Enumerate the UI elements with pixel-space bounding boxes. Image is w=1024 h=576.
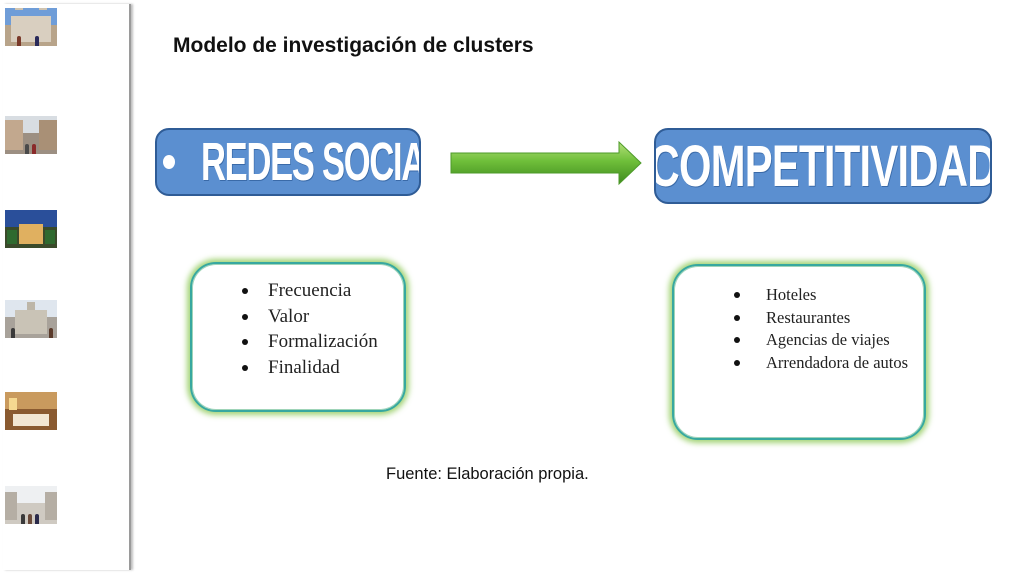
competitividad-items-list: Hoteles Restaurantes Agencias de viajes … (732, 284, 912, 374)
list-item: Restaurantes (732, 307, 912, 330)
competitividad-label: COMPETITIVIDAD (654, 133, 992, 199)
list-item: Finalidad (242, 355, 378, 381)
redes-sociales-items-list: Frecuencia Valor Formalización Finalidad (242, 278, 378, 380)
list-item: Hoteles (732, 284, 912, 307)
competitividad-items-card: Hoteles Restaurantes Agencias de viajes … (672, 264, 926, 440)
street-photo-thumbnail (5, 116, 57, 154)
list-item: Frecuencia (242, 278, 378, 304)
plaza-night-photo-thumbnail (5, 210, 57, 248)
hotel-room-photo-thumbnail (5, 392, 57, 430)
competitividad-label-box: COMPETITIVIDAD (654, 128, 992, 204)
list-item: Agencias de viajes (732, 329, 912, 352)
list-item: Formalización (242, 329, 378, 355)
redes-sociales-label-box: REDES SOCIALES (155, 128, 421, 196)
source-caption: Fuente: Elaboración propia. (386, 465, 589, 483)
list-item: Arrendadora de autos (732, 352, 912, 375)
right-arrow-icon (450, 140, 642, 186)
cathedral-photo-thumbnail (5, 8, 57, 46)
redes-sociales-label: REDES SOCIALES (201, 132, 419, 192)
redes-sociales-items-card: Frecuencia Valor Formalización Finalidad (190, 262, 406, 412)
pedestrian-street-photo-thumbnail (5, 486, 57, 524)
list-item: Valor (242, 304, 378, 330)
bullet-icon (163, 155, 175, 169)
page-title: Modelo de investigación de clusters (173, 34, 534, 57)
church-photo-thumbnail (5, 300, 57, 338)
photo-strip (3, 4, 131, 570)
